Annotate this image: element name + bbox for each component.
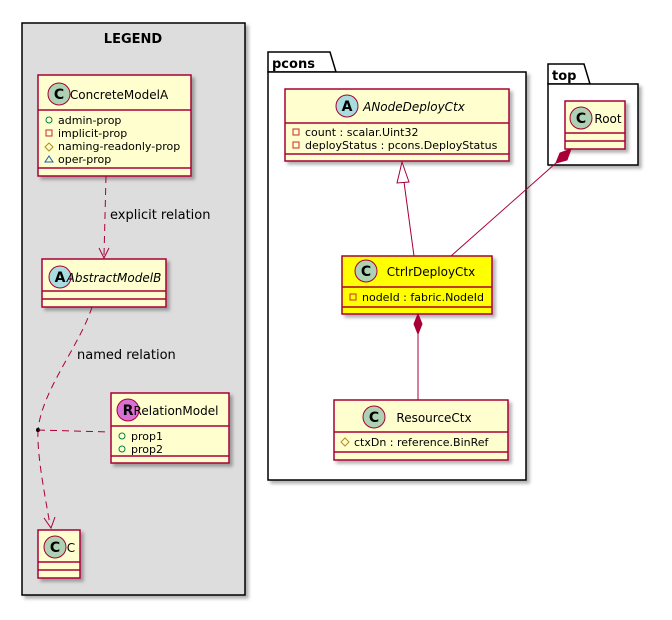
- class-name: AbstractModelB: [66, 271, 162, 285]
- svg-text:admin-prop: admin-prop: [58, 114, 121, 127]
- class-name: RelationModel: [134, 404, 219, 418]
- private-visibility-icon: [292, 141, 300, 149]
- svg-text:C: C: [369, 410, 379, 426]
- svg-text:C: C: [576, 111, 586, 127]
- class-c[interactable]: C C: [37, 529, 81, 579]
- attribute-row: deployStatus : pcons.DeployStatus: [292, 139, 498, 152]
- class-name: ANodeDeployCtx: [362, 100, 466, 114]
- private-visibility-icon: [349, 293, 357, 301]
- attribute-row: ctxDn : reference.BinRef: [340, 436, 490, 449]
- package-visibility-icon: [44, 155, 54, 163]
- class-name: C: [67, 541, 75, 555]
- class-anode-deploy-ctx[interactable]: A ANodeDeployCtx count : scalar.Uint32 d…: [284, 88, 510, 162]
- attribute-row: nodeId : fabric.NodeId: [349, 291, 484, 304]
- svg-text:oper-prop: oper-prop: [58, 153, 111, 166]
- class-resource-ctx[interactable]: C ResourceCtx ctxDn : reference.BinRef: [333, 399, 509, 461]
- svg-text:R: R: [123, 403, 134, 419]
- attribute-list: ctxDn : reference.BinRef: [340, 436, 490, 449]
- class-name: ConcreteModelA: [70, 88, 169, 102]
- svg-text:C: C: [50, 540, 60, 556]
- svg-text:prop1: prop1: [131, 430, 163, 443]
- composition-edge-root: [450, 148, 572, 257]
- private-visibility-icon: [292, 128, 300, 136]
- composition-edge-resource: [413, 312, 423, 400]
- class-circle-icon: C: [354, 259, 378, 283]
- attribute-list: nodeId : fabric.NodeId: [349, 291, 484, 304]
- svg-text:count : scalar.Uint32: count : scalar.Uint32: [305, 126, 418, 139]
- svg-text:implicit-prop: implicit-prop: [58, 127, 127, 140]
- attribute-row: count : scalar.Uint32: [292, 126, 418, 139]
- svg-text:C: C: [54, 87, 64, 103]
- abstract-class-circle-icon: A: [335, 94, 359, 118]
- public-visibility-icon: [45, 116, 53, 124]
- svg-text:naming-readonly-prop: naming-readonly-prop: [58, 140, 180, 153]
- attribute-row: implicit-prop: [45, 127, 127, 140]
- svg-text:prop2: prop2: [131, 443, 163, 456]
- class-circle-icon: C: [362, 405, 386, 429]
- class-relation-model[interactable]: R RelationModel prop1 prop2: [110, 392, 230, 464]
- class-name: Root: [594, 112, 621, 126]
- public-visibility-icon: [118, 432, 126, 440]
- svg-text:ctxDn : reference.BinRef: ctxDn : reference.BinRef: [354, 436, 490, 449]
- named-relation-edge: named relation: [36, 306, 176, 530]
- class-name: ResourceCtx: [396, 411, 471, 425]
- abstract-class-circle-icon: A: [48, 265, 72, 289]
- class-concrete-model-a[interactable]: C ConcreteModelA admin-prop implicit-pro…: [37, 74, 192, 177]
- explicit-relation-edge: explicit relation: [98, 175, 210, 260]
- class-ctrlr-deploy-ctx[interactable]: C CtrlrDeployCtx nodeId : fabric.NodeId: [341, 255, 493, 315]
- class-circle-icon: C: [47, 82, 71, 106]
- attribute-row: prop1: [118, 430, 163, 443]
- class-circle-icon: C: [569, 106, 593, 130]
- svg-text:nodeId : fabric.NodeId: nodeId : fabric.NodeId: [362, 291, 484, 304]
- inheritance-edge: [396, 160, 415, 257]
- attribute-list: prop1 prop2: [118, 430, 163, 456]
- private-visibility-icon: [45, 129, 53, 137]
- attribute-row: admin-prop: [45, 114, 121, 127]
- attribute-list: count : scalar.Uint32 deployStatus : pco…: [292, 126, 498, 152]
- legend-title: LEGEND: [104, 32, 163, 47]
- attribute-row: prop2: [118, 443, 163, 456]
- class-name: CtrlrDeployCtx: [387, 265, 476, 279]
- package-name: top: [552, 69, 576, 84]
- package-name: pcons: [272, 57, 315, 72]
- relation-circle-icon: R: [116, 398, 140, 422]
- protected-visibility-icon: [44, 142, 54, 152]
- class-root[interactable]: C Root: [564, 100, 626, 150]
- attribute-row: oper-prop: [44, 153, 111, 166]
- svg-text:C: C: [361, 264, 371, 280]
- class-abstract-model-b[interactable]: A AbstractModelB: [41, 258, 167, 308]
- named-relation-label: named relation: [77, 348, 176, 363]
- protected-visibility-icon: [340, 437, 350, 447]
- attribute-row: naming-readonly-prop: [44, 140, 180, 153]
- attribute-list: admin-prop implicit-prop naming-readonly…: [44, 114, 180, 166]
- class-circle-icon: C: [43, 535, 67, 559]
- svg-text:deployStatus : pcons.DeploySta: deployStatus : pcons.DeployStatus: [305, 139, 498, 152]
- svg-text:A: A: [342, 99, 353, 115]
- explicit-relation-label: explicit relation: [110, 208, 210, 223]
- public-visibility-icon: [118, 445, 126, 453]
- svg-text:A: A: [55, 270, 66, 286]
